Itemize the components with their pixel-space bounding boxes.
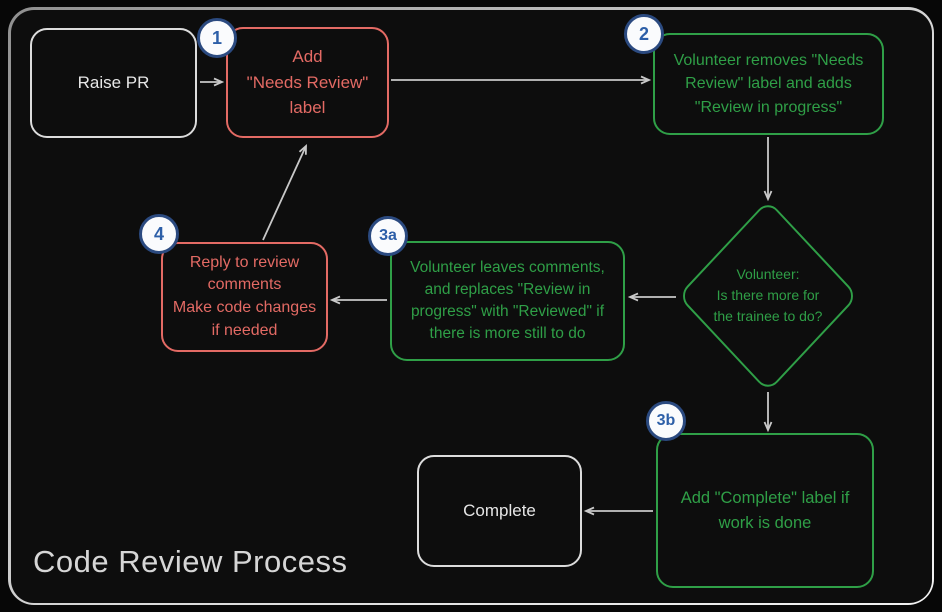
- node-line: if needed: [211, 321, 278, 339]
- node-line: "Review in progress": [694, 98, 843, 116]
- node-line: Volunteer:: [736, 265, 800, 282]
- node-line: there is more still to do: [429, 325, 586, 342]
- node-line: the trainee to do?: [713, 307, 823, 324]
- node-line: Volunteer leaves comments,: [410, 259, 605, 276]
- arrow-step4-to-step1: [262, 143, 307, 241]
- node-line: Add "Complete" label if: [680, 488, 850, 507]
- step-badge-3a: 3a: [368, 216, 408, 256]
- node-line: comments: [207, 276, 282, 294]
- step-badge-3b: 3b: [646, 401, 686, 441]
- node-line: Review" label and adds: [685, 75, 852, 93]
- node-line: progress" with "Reviewed" if: [410, 303, 605, 320]
- node-label: Complete: [463, 501, 536, 521]
- node-add-complete-label: Add "Complete" label if work is done: [656, 433, 874, 588]
- node-volunteer-removes-label: Volunteer removes "Needs Review" label a…: [653, 33, 884, 135]
- node-volunteer-leaves-comments: Volunteer leaves comments, and replaces …: [390, 241, 625, 361]
- decision-diamond-shape: [683, 205, 853, 387]
- node-line: "Needs Review": [246, 72, 369, 92]
- node-add-needs-review: Add "Needs Review" label: [226, 27, 389, 138]
- node-line: Reply to review: [189, 253, 300, 271]
- node-line: Is there more for: [716, 286, 820, 303]
- node-reply-to-review: Reply to review comments Make code chang…: [161, 242, 328, 352]
- node-label: Raise PR: [77, 73, 150, 93]
- node-line: Volunteer removes "Needs: [673, 52, 864, 70]
- step-badge-2: 2: [624, 14, 664, 54]
- node-raise-pr: Raise PR: [30, 28, 197, 138]
- node-line: label: [289, 98, 326, 118]
- node-line: Make code changes: [172, 299, 317, 316]
- node-complete: Complete: [417, 455, 582, 567]
- step-badge-1: 1: [197, 18, 237, 58]
- outer-frame: [8, 7, 934, 605]
- diagram-title: Code Review Process: [33, 544, 348, 579]
- node-line: and replaces "Review in: [424, 281, 591, 298]
- step-badge-4: 4: [139, 214, 179, 254]
- node-line: Add: [292, 47, 323, 67]
- node-decision-more-to-do: Volunteer: Is there more for the trainee…: [688, 262, 848, 328]
- node-line: work is done: [718, 513, 812, 532]
